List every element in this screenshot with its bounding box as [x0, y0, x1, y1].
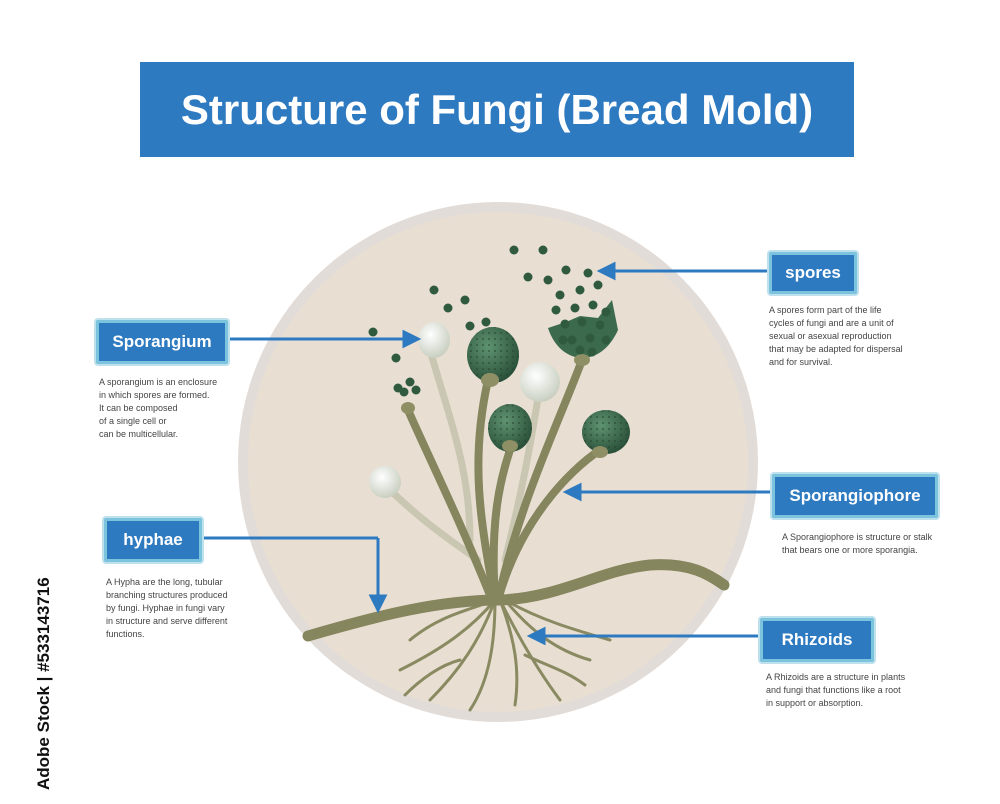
spore — [593, 280, 603, 290]
spore — [551, 305, 561, 315]
spore — [538, 245, 548, 255]
mature-sporangia — [467, 300, 630, 454]
spore — [558, 335, 568, 345]
spore — [601, 307, 611, 317]
sporangiophore-stalks — [404, 356, 604, 604]
title-banner: Structure of Fungi (Bread Mold) — [140, 62, 854, 157]
spore — [411, 385, 421, 395]
watermark-text: Adobe Stock | #533143716 — [34, 577, 53, 790]
spore — [601, 335, 611, 345]
columellae — [401, 354, 608, 458]
spore — [443, 303, 453, 313]
spore — [587, 347, 597, 357]
spore — [588, 300, 598, 310]
spore — [523, 272, 533, 282]
connectors — [196, 261, 772, 646]
spore — [570, 303, 580, 313]
spore — [583, 268, 593, 278]
page-title: Structure of Fungi (Bread Mold) — [180, 85, 814, 133]
label-spores: spores — [769, 252, 857, 294]
spore — [429, 285, 439, 295]
desc-spores: A spores form part of the life cycles of… — [769, 305, 903, 367]
spore — [465, 321, 475, 331]
spore — [460, 295, 470, 305]
spore — [481, 317, 491, 327]
spore — [567, 335, 577, 345]
spore — [368, 327, 378, 337]
label-sporangiophore: Sporangiophore — [772, 474, 938, 518]
spore — [560, 319, 570, 329]
label-sporangium: Sporangium — [96, 320, 228, 364]
spore — [561, 265, 571, 275]
desc-sporangiophore: A Sporangiophore is structure or stalk t… — [782, 532, 933, 555]
desc-rhizoids: A Rhizoids are a structure in plants and… — [766, 672, 906, 708]
spore — [595, 320, 605, 330]
spore — [543, 275, 553, 285]
spore — [575, 345, 585, 355]
label-hyphae: hyphae — [104, 518, 202, 562]
label-rhizoids: Rhizoids — [760, 618, 874, 662]
spore-cluster — [368, 245, 611, 397]
young-sporangia — [369, 322, 560, 498]
spore — [391, 353, 401, 363]
spore — [585, 333, 595, 343]
spore — [555, 290, 565, 300]
spore — [405, 377, 415, 387]
spore — [509, 245, 519, 255]
desc-hyphae: A Hypha are the long, tubular branching … — [106, 577, 228, 639]
spore — [577, 317, 587, 327]
backdrop-circle — [248, 212, 748, 712]
desc-sporangium: A sporangium is an enclosure in which sp… — [99, 377, 218, 439]
spore — [393, 383, 403, 393]
hypha-stolon — [302, 559, 730, 642]
spore — [575, 285, 585, 295]
watermark: Adobe Stock | #533143716 — [4, 577, 53, 790]
